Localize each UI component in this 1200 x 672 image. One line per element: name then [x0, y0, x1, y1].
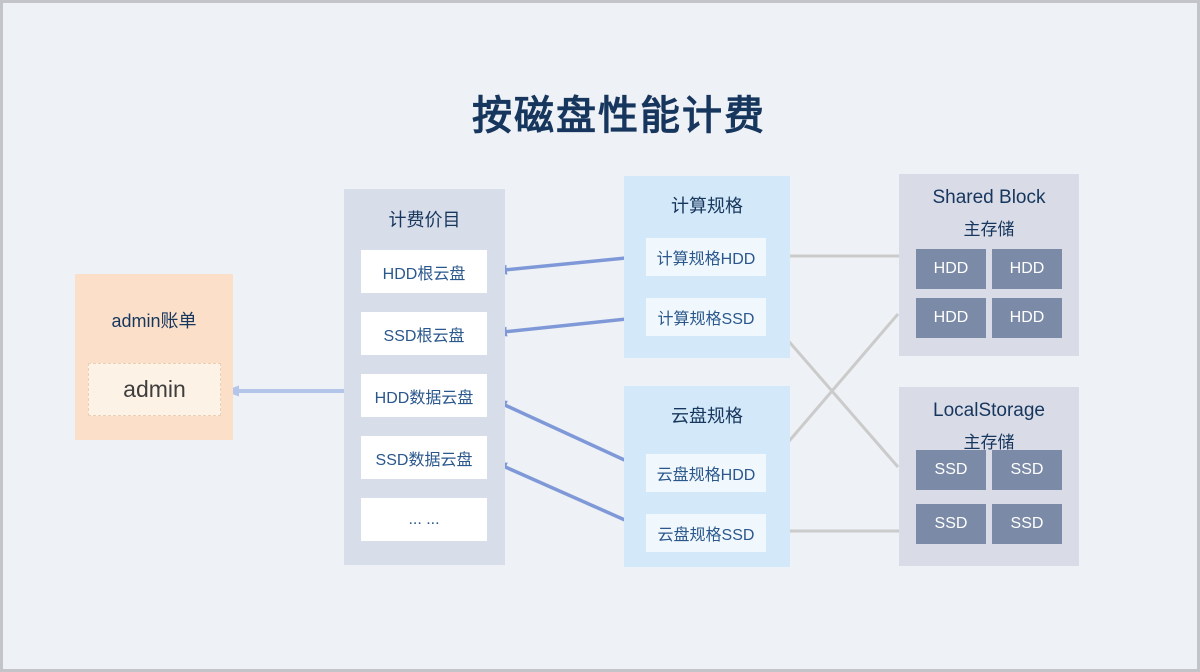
local-storage-tile-grid: SSD SSD SSD SSD: [916, 450, 1062, 544]
spec-item-disk-ssd: 云盘规格SSD: [646, 514, 766, 552]
local-storage-panel: LocalStorage 主存储 SSD SSD SSD SSD: [899, 387, 1079, 566]
ssd-tile: SSD: [992, 450, 1062, 490]
shared-block-subtitle: 主存储: [963, 220, 1015, 239]
admin-bill-panel: admin账单 admin: [75, 274, 233, 440]
ssd-tile: SSD: [916, 504, 986, 544]
shared-block-title: Shared Block: [932, 187, 1046, 208]
hdd-tile: HDD: [992, 249, 1062, 289]
arrow-shared-to-disk-hdd: [770, 313, 900, 462]
price-item-ssd-data: SSD数据云盘: [361, 436, 487, 479]
admin-bill-title: admin账单: [111, 311, 197, 331]
price-list-panel: 计费价目 HDD根云盘 SSD根云盘 HDD数据云盘 SSD数据云盘 ... .…: [344, 189, 505, 565]
ssd-tile: SSD: [992, 504, 1062, 544]
price-list-title: 计费价目: [388, 210, 461, 230]
price-item-ssd-root: SSD根云盘: [361, 312, 487, 355]
arrow-disk-hdd-to-hdd-data: [493, 398, 645, 471]
disk-spec-panel: 云盘规格 云盘规格HDD 云盘规格SSD: [624, 386, 790, 567]
arrow-disk-ssd-to-ssd-data: [493, 460, 644, 530]
hdd-tile: HDD: [992, 298, 1062, 338]
price-item-hdd-root: HDD根云盘: [361, 250, 487, 293]
hdd-tile: HDD: [916, 298, 986, 338]
diagram-title: 按磁盘性能计费: [472, 94, 766, 138]
compute-spec-title: 计算规格: [671, 196, 743, 216]
admin-node: admin: [88, 363, 221, 416]
hdd-tile: HDD: [916, 249, 986, 289]
shared-block-panel: Shared Block 主存储 HDD HDD HDD HDD: [899, 174, 1079, 356]
disk-spec-title: 云盘规格: [671, 406, 743, 426]
compute-spec-panel: 计算规格 计算规格HDD 计算规格SSD: [624, 176, 790, 358]
local-storage-subtitle: 主存储: [963, 433, 1015, 452]
arrow-local-to-compute-ssd: [770, 321, 900, 468]
spec-item-disk-hdd: 云盘规格HDD: [646, 454, 766, 492]
spec-item-compute-hdd: 计算规格HDD: [646, 238, 766, 276]
ssd-tile: SSD: [916, 450, 986, 490]
price-item-ellipsis: ... ...: [361, 498, 487, 541]
spec-item-compute-ssd: 计算规格SSD: [646, 298, 766, 336]
local-storage-title: LocalStorage: [933, 400, 1045, 421]
shared-block-tile-grid: HDD HDD HDD HDD: [916, 249, 1062, 338]
price-item-hdd-data: HDD数据云盘: [361, 374, 487, 417]
